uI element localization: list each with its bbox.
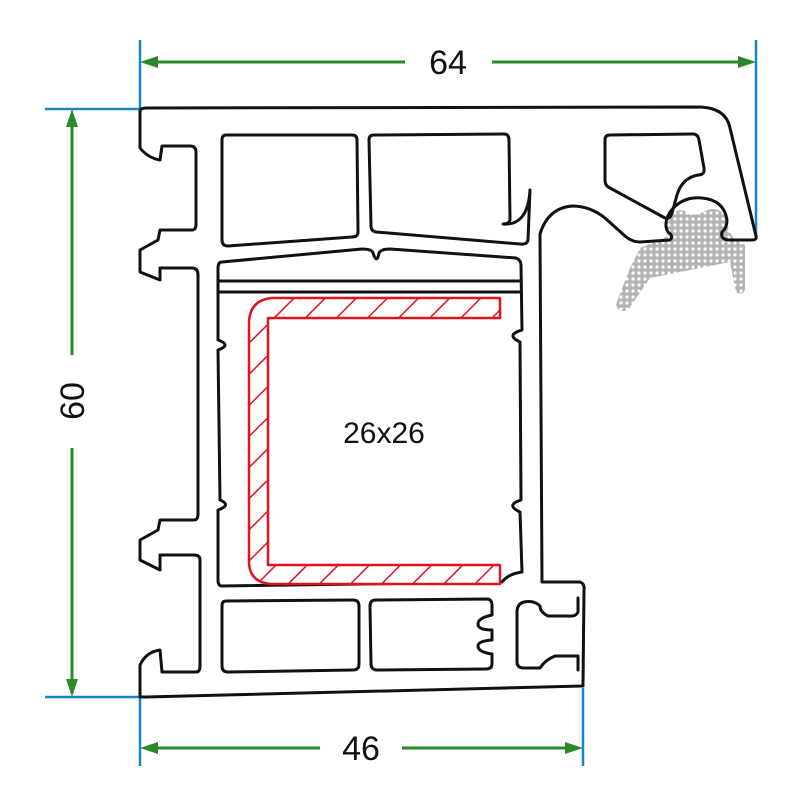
arrowhead-icon <box>66 679 78 697</box>
chamber-bottom-right <box>368 597 494 672</box>
dimension-bottom: 46 <box>140 730 583 768</box>
clip-groove-right <box>515 596 580 672</box>
arrowhead-icon <box>66 109 78 127</box>
extension-lines <box>45 40 758 766</box>
arrowhead-icon <box>738 56 756 68</box>
profile-outer-contour <box>138 105 758 699</box>
reinforcement-size-label: 26x26 <box>343 417 425 450</box>
dimension-left: 60 <box>54 109 92 697</box>
chamber-bottom-left <box>220 598 361 674</box>
dimension-top: 64 <box>140 44 756 82</box>
steel-reinforcement <box>247 296 502 586</box>
arrowhead-icon <box>140 742 158 754</box>
chamber-top-middle <box>367 132 532 246</box>
dimension-label-height-left: 60 <box>54 382 92 420</box>
arrowhead-icon <box>565 742 583 754</box>
gasket-seal <box>616 208 745 312</box>
chamber-main <box>216 247 524 588</box>
arrowhead-icon <box>140 56 158 68</box>
chamber-top-left <box>220 133 360 248</box>
dimension-label-width-top: 64 <box>429 44 467 82</box>
chamber-top-right <box>603 132 706 220</box>
dimension-label-width-bottom: 46 <box>342 730 380 768</box>
